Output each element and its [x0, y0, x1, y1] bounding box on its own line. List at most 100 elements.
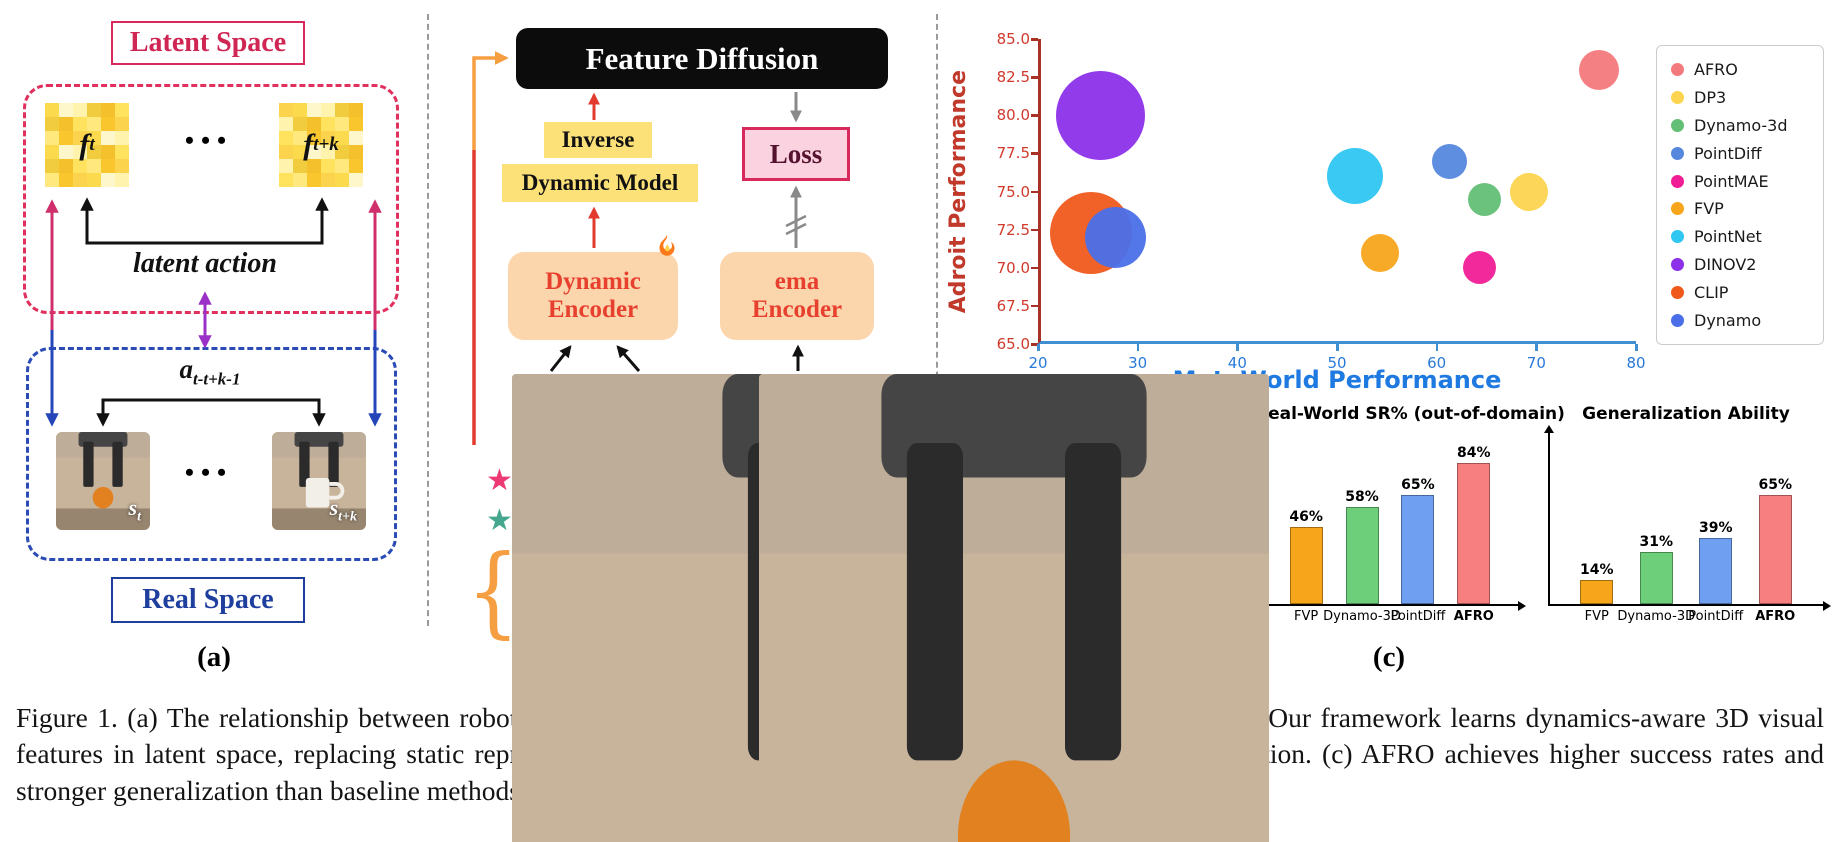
mosaic-cell: [335, 173, 349, 187]
legend-dot: [1671, 314, 1684, 328]
x-tick-mark: [1435, 344, 1439, 351]
bar: [1289, 526, 1323, 604]
bar-group-PointDiff: 39%PointDiff: [1688, 520, 1743, 624]
mosaic-cell: [293, 103, 307, 117]
bar-category-label: AFRO: [1755, 609, 1796, 624]
chart-title: Real-World SR% (out-of-domain): [1255, 404, 1565, 424]
y-tick-mark: [1031, 343, 1038, 346]
x-tick-label: 20: [1028, 354, 1048, 372]
x-tick-label: 30: [1128, 354, 1148, 372]
star-icon: ★: [486, 463, 513, 498]
bar-category-label: Dynamo-3D: [1617, 609, 1696, 624]
bar-category-label: PointDiff: [1390, 609, 1446, 624]
mosaic-cell: [87, 117, 101, 131]
legend-label: PointDiff: [1694, 143, 1762, 163]
mosaic-cell: [307, 131, 321, 145]
legend-item-FVP: FVP: [1671, 199, 1823, 218]
bubble-AFRO: [1579, 49, 1620, 90]
mosaic-cell: [59, 117, 73, 131]
legend-dot: [1671, 118, 1684, 132]
legend-dot: [1671, 230, 1684, 244]
mosaic-grid: [279, 103, 363, 187]
y-tick-mark: [1031, 304, 1038, 308]
bar: [1758, 494, 1792, 604]
mosaic-cell: [335, 117, 349, 131]
mosaic-cell: [279, 159, 293, 173]
legend-dot: [1671, 146, 1684, 160]
star-icon: ★: [486, 503, 513, 538]
bar: [1580, 580, 1614, 604]
mosaic-cell: [73, 103, 87, 117]
x-tick-mark: [1236, 344, 1239, 351]
x-tick-label: 50: [1327, 354, 1347, 372]
bar-value-label: 65%: [1401, 476, 1435, 493]
mosaic-cell: [45, 117, 59, 131]
mosaic-cell: [59, 159, 73, 173]
panel-c-label: (c): [1372, 641, 1406, 673]
legend-item-AFRO: AFRO: [1671, 60, 1823, 79]
mosaic-cell: [293, 173, 307, 187]
y-tick-label: 77.5: [996, 144, 1030, 163]
bar-group-AFRO: 84%AFRO: [1454, 445, 1494, 624]
y-tick-mark: [1031, 266, 1038, 270]
legend-label: Dynamo: [1694, 311, 1762, 331]
mosaic-cell: [349, 173, 363, 187]
mosaic-cell: [321, 159, 335, 173]
bar-value-label: 58%: [1345, 488, 1379, 505]
mosaic-cell: [335, 159, 349, 173]
mosaic-cell: [293, 131, 307, 145]
bar: [1639, 551, 1673, 604]
mosaic-cell: [279, 145, 293, 159]
x-tick-mark: [1635, 344, 1638, 351]
legend-dot: [1671, 258, 1684, 272]
legend-item-PointMAE: PointMAE: [1671, 172, 1823, 191]
mosaic-cell: [349, 117, 363, 131]
mosaic-cell: [115, 103, 129, 117]
bar: [1345, 506, 1379, 604]
legend-item-DINOV2: DINOV2: [1671, 255, 1823, 274]
mosaic-cell: [115, 173, 129, 187]
legend-label: AFRO: [1694, 59, 1738, 79]
scatter-plot-area: [1038, 39, 1636, 344]
robot-gripper-picture: [272, 432, 366, 530]
bar-group-Dynamo-3D: 31%Dynamo-3D: [1617, 534, 1695, 624]
legend-item-Dynamo-3d: Dynamo-3d: [1671, 116, 1823, 135]
bubble-PointMAE: [1463, 251, 1497, 285]
y-tick-label: 70.0: [996, 258, 1030, 277]
mosaic-cell: [45, 173, 59, 187]
y-tick-mark: [1031, 190, 1038, 193]
mosaic-cell: [59, 173, 73, 187]
mosaic-cell: [349, 159, 363, 173]
bubble-PointNet: [1326, 148, 1383, 205]
y-tick-mark: [1031, 114, 1038, 117]
mosaic-cell: [279, 173, 293, 187]
bar-group-FVP: 14%FVP: [1580, 562, 1614, 624]
panel-a-label: (a): [197, 641, 231, 673]
legend-label: CLIP: [1694, 283, 1729, 303]
chart-title: Generalization Ability: [1582, 404, 1790, 424]
mosaic-cell: [45, 131, 59, 145]
legend-item-DP3: DP3: [1671, 88, 1823, 107]
x-tick-label: 40: [1227, 354, 1247, 372]
stk-math-label: st+k: [329, 494, 357, 524]
bubble-FVP: [1360, 233, 1399, 272]
mosaic-cell: [101, 159, 115, 173]
mosaic-cell: [73, 145, 87, 159]
y-tick-mark: [1031, 152, 1038, 155]
mosaic-cell: [73, 117, 87, 131]
mosaic-cell: [335, 103, 349, 117]
robot-image-st: st: [56, 432, 150, 530]
mosaic-cell: [115, 131, 129, 145]
mosaic-cell: [115, 159, 129, 173]
mosaic-cell: [335, 145, 349, 159]
x-tick-label: 70: [1526, 354, 1546, 372]
legend-dot: [1671, 62, 1684, 76]
mosaic-cell: [45, 103, 59, 117]
